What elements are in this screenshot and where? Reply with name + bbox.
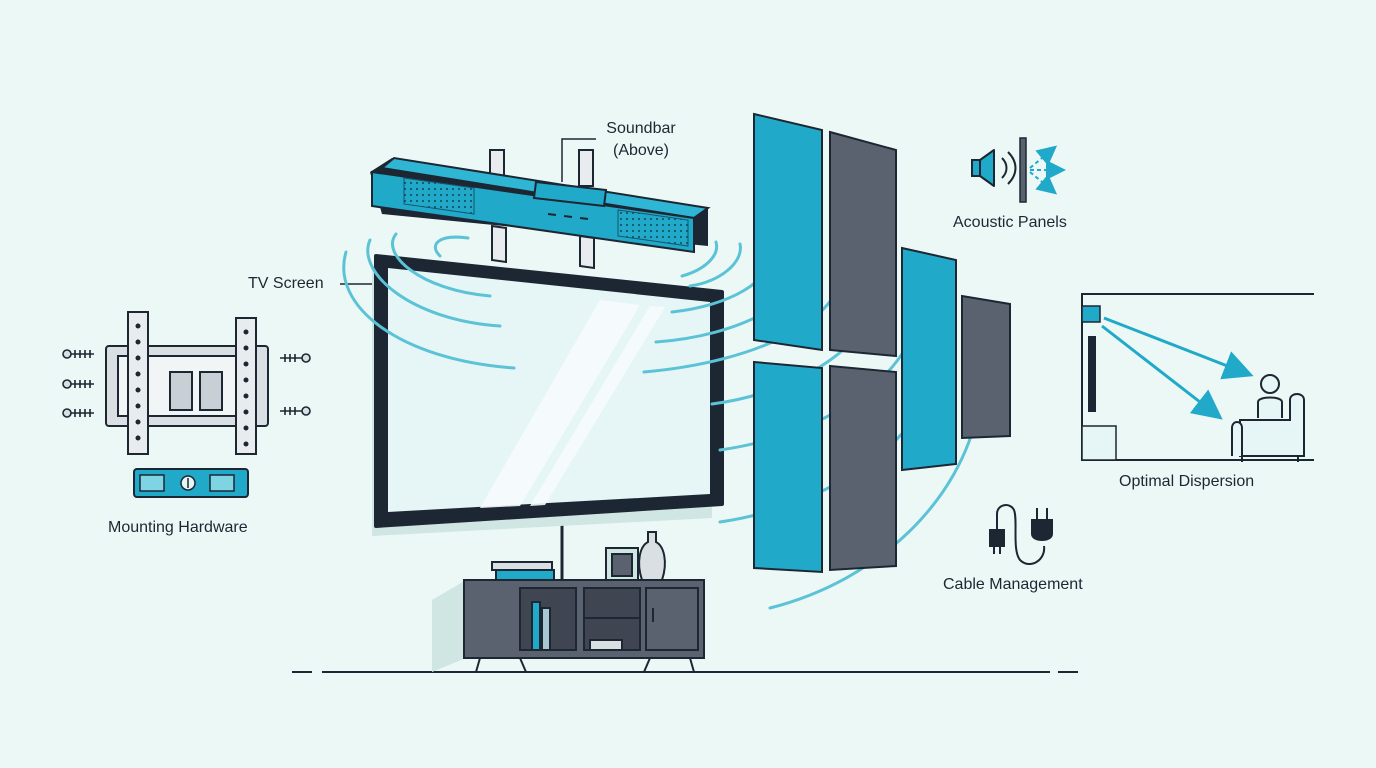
acoustic-panel — [753, 360, 823, 574]
soundbar — [370, 149, 711, 270]
media-cabinet — [432, 531, 705, 673]
plug-icon — [989, 504, 1053, 565]
speaker-icon — [971, 137, 1027, 203]
deflection-arrows — [1029, 145, 1066, 195]
acoustic-panel — [961, 294, 1011, 440]
soundbar-label: Soundbar (Above) — [586, 118, 696, 162]
screw — [62, 408, 94, 418]
cable-management-label: Cable Management — [943, 576, 1083, 593]
acoustic-panels — [753, 112, 1011, 574]
acoustic-panel — [753, 112, 823, 352]
soundbar-leader — [561, 138, 596, 182]
screws — [62, 349, 311, 418]
screw — [280, 353, 311, 363]
soundbar-label-line2: (Above) — [612, 142, 670, 159]
room-diagram — [1081, 293, 1314, 461]
screw — [62, 379, 94, 389]
acoustic-panel — [829, 130, 897, 358]
screw — [62, 349, 94, 359]
tv-screen-label: TV Screen — [248, 275, 324, 292]
tv-screen — [372, 254, 724, 536]
soundbar-label-line1: Soundbar — [606, 120, 676, 137]
acoustic-panel — [901, 246, 957, 472]
acoustic-panel — [829, 364, 897, 572]
spirit-level — [133, 468, 249, 498]
screw — [280, 406, 311, 416]
person-icon — [1231, 374, 1305, 462]
wall-mount-bracket — [105, 311, 269, 455]
mounting-hardware-label: Mounting Hardware — [108, 519, 248, 536]
optimal-dispersion-label: Optimal Dispersion — [1119, 473, 1255, 490]
acoustic-panels-label: Acoustic Panels — [953, 214, 1067, 231]
